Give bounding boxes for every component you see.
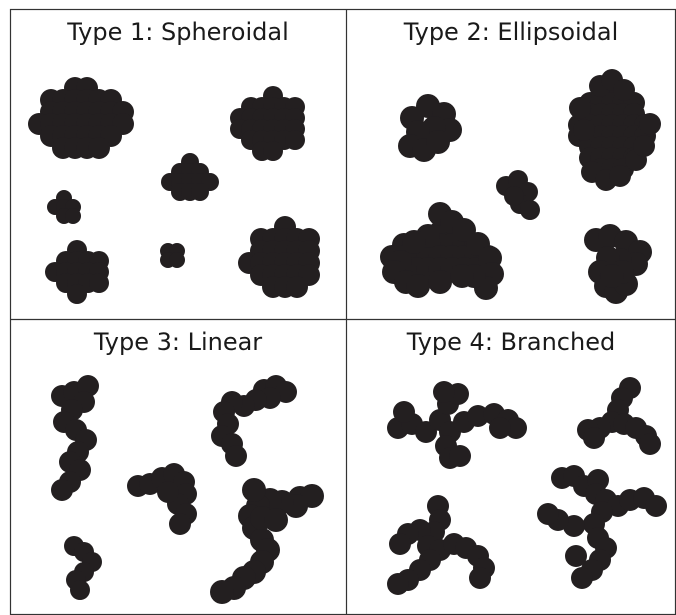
panel-title-branched: Type 4: Branched [346,327,676,357]
panel-branched: Type 4: Branched [346,319,676,615]
panel-spheroidal: Type 1: Spheroidal [10,9,346,319]
panel-title-linear: Type 3: Linear [10,327,346,357]
panel-title-spheroidal: Type 1: Spheroidal [10,17,346,47]
panel-linear: Type 3: Linear [10,319,346,615]
panel-ellipsoidal: Type 2: Ellipsoidal [346,9,676,319]
panel-title-ellipsoidal: Type 2: Ellipsoidal [346,17,676,47]
